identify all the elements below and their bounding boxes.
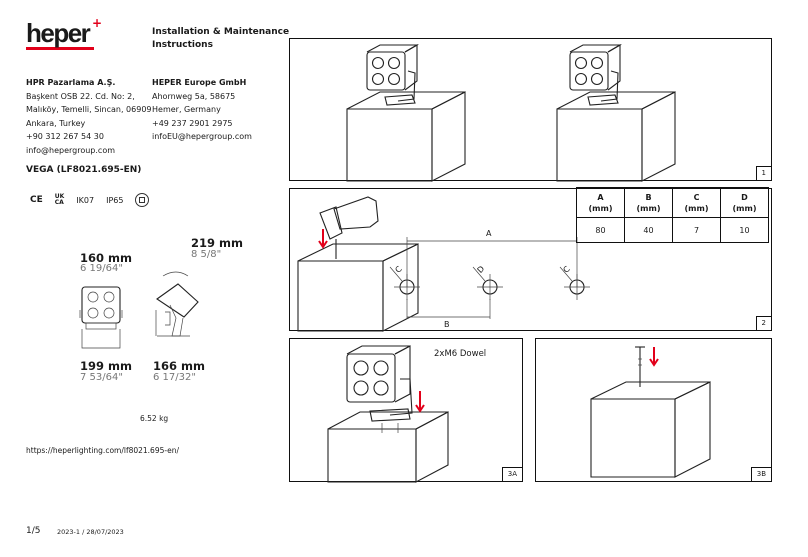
fixture-left xyxy=(366,44,420,106)
product-url[interactable]: https://heperlighting.com/lf8021.695-en/ xyxy=(26,446,179,455)
down-arrow-icon xyxy=(649,347,659,367)
cert-row: CE UK CA IK07 IP65 xyxy=(30,193,150,207)
doc-title-line1: Installation & Maintenance xyxy=(152,27,290,37)
down-arrow-icon xyxy=(318,229,328,249)
dim-label-a: A xyxy=(486,229,492,238)
step-3b-drawing xyxy=(590,346,711,478)
company-eu: HEPER Europe GmbH Ahornweg 5a, 58675 Hem… xyxy=(152,76,252,144)
dim-label-b: B xyxy=(444,320,450,329)
doc-title-line2: Instructions xyxy=(152,40,213,50)
ukca-mark-icon: UK CA xyxy=(54,193,65,206)
depth-in: 8 5/8" xyxy=(191,249,222,260)
cube-right xyxy=(556,91,676,182)
width-in: 6 19/64" xyxy=(80,263,123,274)
depth-mm: 219 mm xyxy=(191,236,243,250)
company-tr-line: Ankara, Turkey xyxy=(26,118,86,128)
width-mm: 160 mm xyxy=(80,251,132,265)
class-two-icon xyxy=(135,193,150,207)
spec-value-cell: 80 xyxy=(576,217,625,243)
spec-header-cell: C(mm) xyxy=(672,187,721,218)
ik-rating: IK07 xyxy=(76,195,95,205)
step-1-drawing xyxy=(346,44,676,182)
company-eu-phone: +49 237 2901 2975 xyxy=(152,118,233,128)
cube-left xyxy=(346,91,466,182)
spec-table: A(mm) B(mm) C(mm) D(mm) 80 40 7 10 xyxy=(576,187,769,243)
down-arrow-icon xyxy=(415,391,425,413)
spec-header-cell: A(mm) xyxy=(576,187,625,218)
height-in: 7 53/64" xyxy=(80,372,123,383)
company-eu-name: HEPER Europe GmbH xyxy=(152,78,247,87)
company-tr-email[interactable]: info@hepergroup.com xyxy=(26,145,116,155)
logo-text: heper xyxy=(26,18,91,48)
front-view-drawing xyxy=(79,286,123,349)
dowel-label: 2xM6 Dowel xyxy=(434,349,487,359)
ip-rating: IP65 xyxy=(106,195,124,205)
base-in: 6 17/32" xyxy=(153,372,196,383)
cube-step3a xyxy=(327,411,449,483)
page-number: 1/5 xyxy=(26,526,41,536)
step-3a-drawing xyxy=(327,345,449,483)
step-1-panel: 1 xyxy=(289,38,772,182)
company-tr-name: HPR Pazarlama A.Ş. xyxy=(26,78,116,87)
fixture-right xyxy=(569,44,623,106)
company-tr-line: Başkent OSB 22. Cd. No: 2, xyxy=(26,91,135,101)
spec-value-cell: 10 xyxy=(720,217,769,243)
company-eu-line: Ahornweg 5a, 58675 xyxy=(152,91,236,101)
product-name: VEGA (LF8021.695-EN) xyxy=(26,165,142,175)
step-3a-panel: 2xM6 Dowel 3A xyxy=(289,338,523,483)
company-tr-line: Malıköy, Temelli, Sincan, 06909 xyxy=(26,105,152,114)
cube-step2 xyxy=(297,243,419,332)
spec-header-cell: B(mm) xyxy=(624,187,673,218)
ce-mark-icon: CE xyxy=(30,195,43,205)
anchor-bolt-icon xyxy=(635,346,645,387)
hole-pattern xyxy=(389,237,590,319)
step-3b-panel: 3B xyxy=(535,338,772,482)
logo-plus-icon: + xyxy=(92,16,103,30)
step-3a-label: 3A xyxy=(501,467,523,482)
cube-step3b xyxy=(590,381,711,478)
product-weight: 6.52 kg xyxy=(140,414,169,423)
side-view-drawing xyxy=(155,271,199,337)
revision: 2023-1 / 28/07/2023 xyxy=(57,528,124,536)
company-tr-phone: +90 312 267 54 30 xyxy=(26,132,104,141)
height-mm: 199 mm xyxy=(80,359,132,373)
step-1-label: 1 xyxy=(755,166,772,181)
company-eu-email[interactable]: infoEU@hepergroup.com xyxy=(152,132,252,141)
drill-icon xyxy=(319,196,379,259)
spec-value-cell: 40 xyxy=(624,217,673,243)
spec-header-cell: D(mm) xyxy=(720,187,769,218)
fixture-step3a xyxy=(346,345,413,433)
spec-table-header: A(mm) B(mm) C(mm) D(mm) xyxy=(576,187,769,218)
company-eu-line: Hemer, Germany xyxy=(152,105,221,114)
brand-logo: heper + xyxy=(26,16,102,50)
spec-table-row: 80 40 7 10 xyxy=(576,217,769,243)
base-mm: 166 mm xyxy=(153,359,205,373)
spec-value-cell: 7 xyxy=(672,217,721,243)
company-tr: HPR Pazarlama A.Ş. Başkent OSB 22. Cd. N… xyxy=(26,76,152,157)
step-3b-label: 3B xyxy=(750,467,772,482)
step-2-drawing xyxy=(297,196,590,332)
logo-underline xyxy=(26,47,94,50)
step-2-label: 2 xyxy=(755,316,772,331)
